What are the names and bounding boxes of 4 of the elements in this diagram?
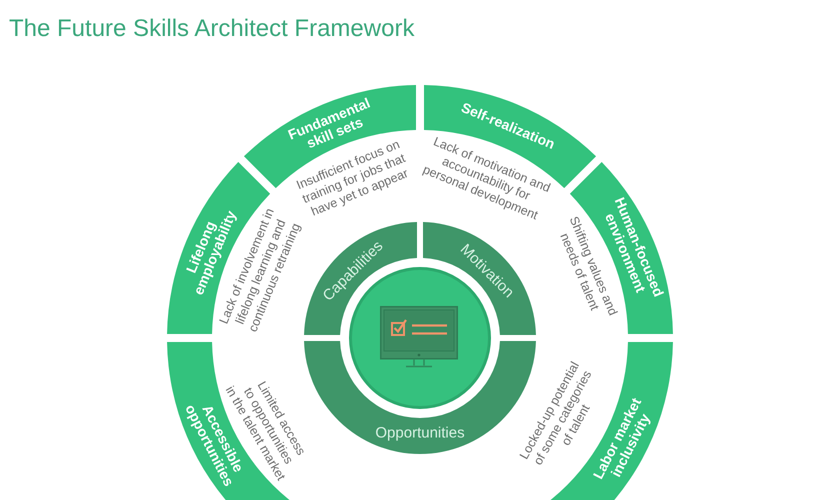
ring-label: Opportunities <box>375 424 465 442</box>
inner-ring-segment <box>423 222 536 335</box>
inner-ring-segment <box>304 222 417 336</box>
diagram-title: The Future Skills Architect Framework <box>9 15 414 43</box>
